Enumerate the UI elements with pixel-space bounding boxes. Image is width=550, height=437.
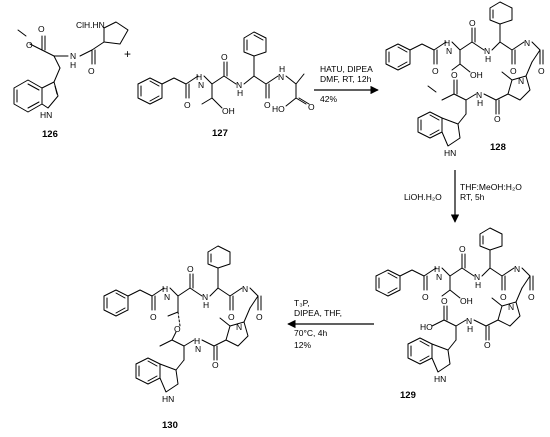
atom-label: N: [474, 272, 480, 282]
step3-conditions: 70°C, 4h: [294, 328, 327, 338]
atom-label: O: [221, 52, 228, 62]
atom-label: O: [500, 292, 507, 302]
step3-yield: 12%: [294, 340, 311, 350]
atom-label: HN: [162, 394, 174, 404]
atom-label: N: [484, 46, 490, 56]
compound-129: H N O O N H N O O OH N O HO O N H HN 129: [375, 227, 535, 401]
atom-label: H: [477, 98, 483, 108]
compound-id: 128: [490, 142, 506, 153]
plus-sign: +: [124, 47, 131, 61]
compound-126: O O N H O HN ClH.HN 126: [13, 20, 129, 140]
step2-solvent: THF:MeOH:H₂O: [460, 182, 522, 192]
reaction-step-2: LiOH.H₂O THF:MeOH:H₂O RT, 5h: [404, 170, 522, 223]
atom-label: N: [514, 264, 520, 274]
atom-label: O: [26, 40, 33, 50]
atom-label: H: [194, 336, 200, 346]
atom-label: H: [203, 300, 209, 310]
atom-label: O: [212, 360, 219, 370]
atom-label: N: [524, 38, 530, 48]
atom-label: H: [444, 38, 450, 48]
atom-label: O: [184, 100, 191, 110]
atom-label: O: [432, 66, 439, 76]
atom-label: O: [528, 292, 535, 302]
compound-127: H N O O N H O N H O OH HO 127: [137, 31, 315, 139]
atom-label: H: [70, 60, 76, 70]
step1-reagents: HATU, DIPEA: [320, 64, 373, 74]
atom-label: H: [237, 88, 243, 98]
reaction-step-1: HATU, DIPEA DMF, RT, 12h 42%: [314, 64, 379, 104]
atom-label: O: [451, 70, 458, 80]
atom-label: OH: [222, 106, 235, 116]
atom-label: N: [436, 272, 442, 282]
atom-label: H: [475, 280, 481, 290]
atom-label: HO: [272, 104, 285, 114]
atom-label: N: [195, 344, 201, 354]
atom-label: H: [279, 64, 285, 74]
atom-label: O: [422, 292, 429, 302]
atom-label: HO: [420, 322, 433, 332]
atom-label: N: [70, 51, 76, 61]
atom-label: N: [202, 292, 208, 302]
atom-label: O: [88, 66, 95, 76]
step2-base: LiOH.H₂O: [404, 192, 442, 202]
atom-label: O: [150, 312, 157, 322]
step1-yield: 42%: [320, 94, 337, 104]
atom-label: H: [434, 264, 440, 274]
atom-label: O: [308, 102, 315, 112]
atom-label: O: [228, 312, 235, 322]
atom-label: H: [485, 54, 491, 64]
atom-label: N: [508, 302, 514, 312]
atom-label: N: [242, 284, 248, 294]
compound-id: 126: [42, 129, 58, 140]
atom-label: O: [187, 264, 194, 274]
atom-label: N: [236, 322, 242, 332]
atom-label: N: [466, 316, 472, 326]
atom-label: O: [38, 24, 45, 34]
atom-label: N: [236, 80, 242, 90]
atom-label: HN: [40, 110, 52, 120]
atom-label: O: [174, 324, 181, 334]
step1-solvent: DMF, RT, 12h: [320, 74, 372, 84]
atom-label: N: [518, 76, 524, 86]
atom-label: HN: [434, 374, 446, 384]
step3-base-solvent: DIPEA, THF,: [294, 308, 342, 318]
atom-label: O: [469, 18, 476, 28]
reaction-step-3: T₃P, DIPEA, THF, 70°C, 4h 12%: [287, 298, 374, 350]
compound-130: H N O O N H N O O N H O N O HN 130: [103, 245, 263, 431]
atom-label: O: [264, 100, 271, 110]
atom-label: N: [446, 46, 452, 56]
atom-label: O: [484, 340, 491, 350]
atom-label: O: [459, 244, 466, 254]
compound-128: H N O O N H N O O OH N O O N H HN 128: [385, 1, 545, 158]
atom-label: H: [467, 324, 473, 334]
atom-label: O: [538, 66, 545, 76]
atom-label: N: [476, 90, 482, 100]
step2-conditions: RT, 5h: [460, 192, 485, 202]
atom-label: OH: [470, 70, 483, 80]
atom-label: N: [278, 72, 284, 82]
atom-label: O: [510, 66, 517, 76]
atom-label: OH: [460, 296, 473, 306]
salt-label: ClH.HN: [76, 20, 105, 30]
atom-label: O: [256, 312, 263, 322]
step3-reagent: T₃P,: [294, 298, 310, 308]
atom-label: H: [196, 72, 202, 82]
atom-label: H: [162, 284, 168, 294]
atom-label: O: [494, 114, 501, 124]
atom-label: HN: [444, 148, 456, 158]
compound-id: 129: [400, 390, 416, 401]
compound-id: 127: [212, 128, 228, 139]
atom-label: N: [164, 292, 170, 302]
atom-label: N: [198, 80, 204, 90]
atom-label: O: [441, 296, 448, 306]
compound-id: 130: [162, 420, 178, 431]
